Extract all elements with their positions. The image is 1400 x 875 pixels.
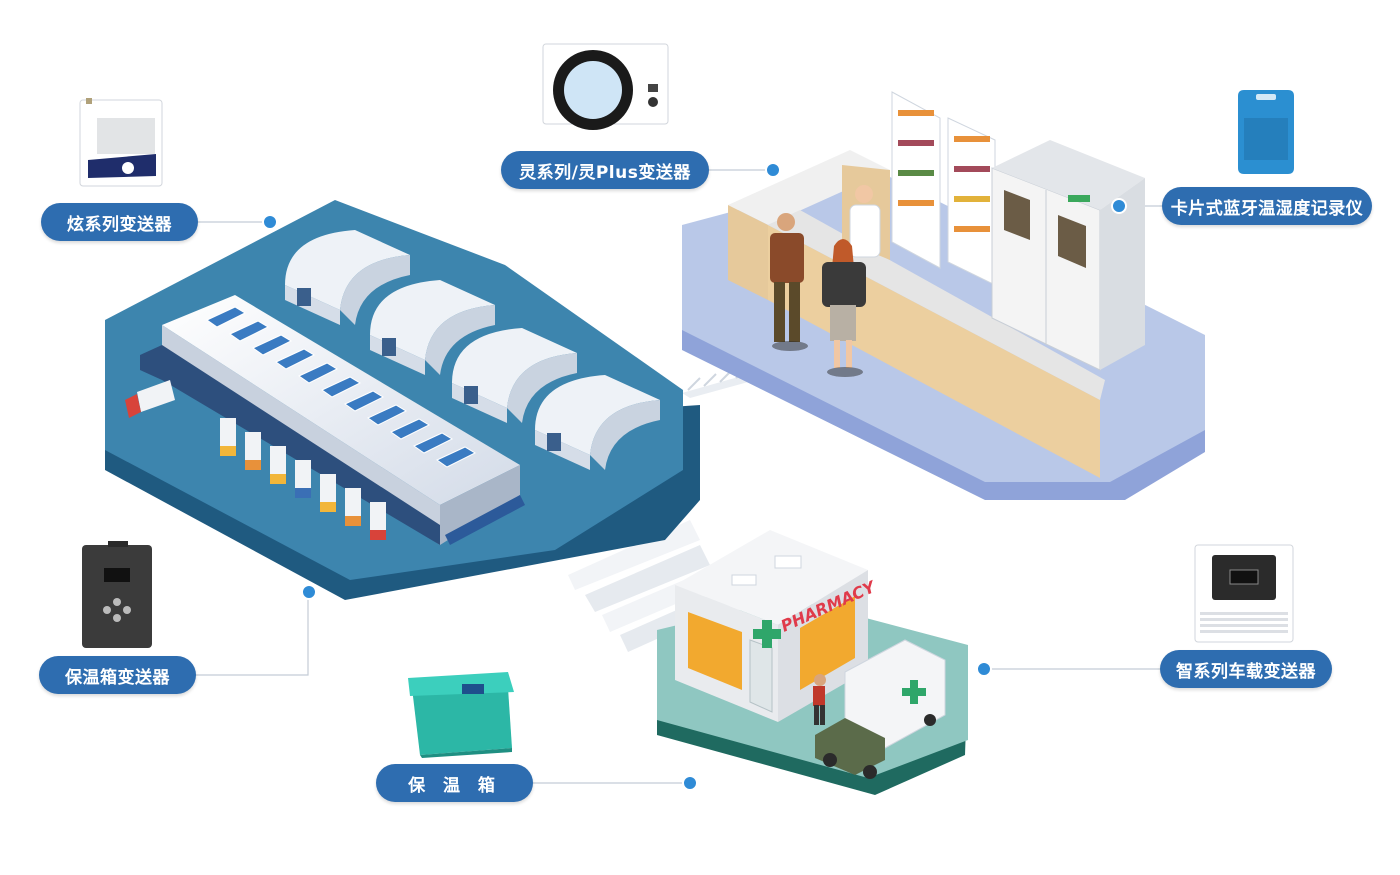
cooler-transmitter-label[interactable]: 保温箱变送器 [39, 656, 196, 694]
pharmacist-figure [849, 185, 881, 258]
zhi-series-vehicle-device [1194, 544, 1294, 643]
tents [285, 230, 660, 470]
card-logger-label[interactable]: 卡片式蓝牙温湿度记录仪 [1162, 187, 1372, 225]
xuan-series-device [79, 98, 163, 187]
medicine-shelves [891, 91, 996, 286]
pharmacy-people [770, 185, 881, 377]
warehouse-building [140, 295, 525, 545]
woman-customer-figure [822, 239, 866, 377]
xuan-series-label[interactable]: 炫系列变送器 [41, 203, 198, 241]
card-bluetooth-logger-device [1238, 90, 1294, 174]
cooler-box-label[interactable]: 保 温 箱 [376, 764, 533, 802]
ling-series-device [542, 43, 669, 130]
pharmacy-store: PHARMACY [675, 530, 879, 722]
connector-dots [262, 162, 1127, 791]
man-customer-figure [770, 213, 808, 351]
ling-series-label[interactable]: 灵系列/灵Plus变送器 [501, 151, 709, 189]
delivery-worker-figure [813, 674, 826, 725]
cold-storage-cabinet [991, 140, 1145, 371]
cooler-box-product [408, 672, 514, 758]
trucks [125, 380, 386, 540]
cooler-transmitter-device [82, 541, 152, 648]
zhi-series-label[interactable]: 智系列车载变送器 [1160, 650, 1332, 688]
delivery-truck [815, 639, 946, 779]
truck-cross-icon [902, 680, 926, 704]
green-cross-icon [753, 620, 781, 648]
